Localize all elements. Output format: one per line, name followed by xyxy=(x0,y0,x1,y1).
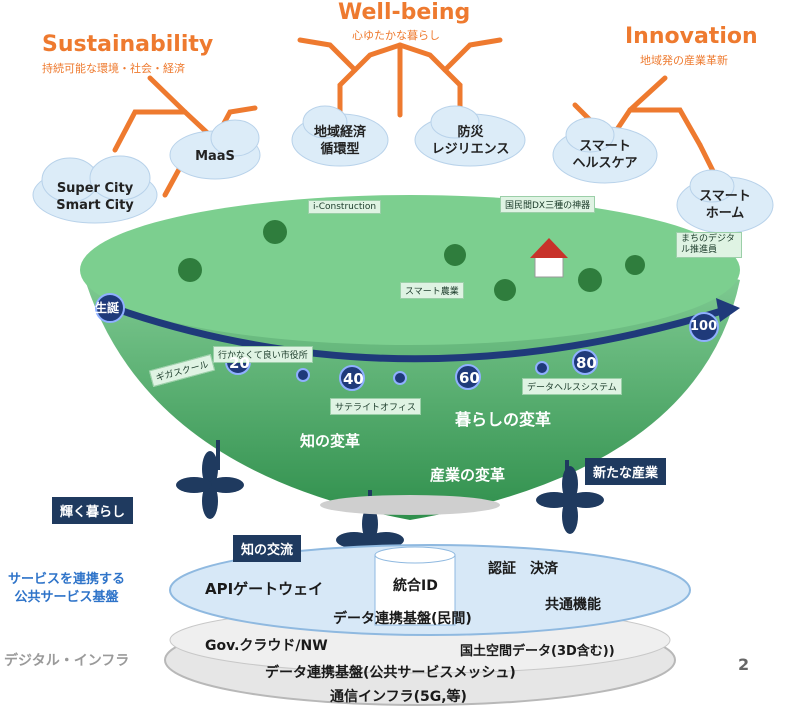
timeline-birth: 生誕 xyxy=(95,301,120,315)
timeline-mark-60: 60 xyxy=(459,369,480,387)
geo-data: 国土空間データ(3D含む)) xyxy=(460,644,615,659)
digital-infra-side-label: デジタル・インフラ xyxy=(4,653,130,669)
timeline-arrowhead xyxy=(716,298,740,322)
auth-payment: 認証 決済 xyxy=(488,561,558,577)
cloud-line: Super City xyxy=(56,181,134,196)
box-shining-life: 輝く暮らし xyxy=(52,497,134,524)
cloud-line: ヘルスケア xyxy=(572,156,638,171)
data-platform-private: データ連携基盤(民間) xyxy=(333,611,472,627)
trees xyxy=(178,220,645,301)
tag-data-health: データヘルスシステム xyxy=(522,378,622,395)
cloud-line: スマート xyxy=(699,189,751,204)
tag-dx-three: 国民間DX三種の神器 xyxy=(500,196,596,213)
cloud-smart-healthcare: スマート ヘルスケア xyxy=(560,138,650,172)
pillar-sustainability-subtitle: 持続可能な環境・社会・経済 xyxy=(42,62,185,75)
cloud-super-city: Super City Smart City xyxy=(45,180,145,214)
cloud-maas: MaaS xyxy=(180,148,250,165)
page-number: 2 xyxy=(738,655,750,674)
timeline-mark-20: 20 xyxy=(229,354,250,372)
timeline-mark-80: 80 xyxy=(576,354,597,372)
side-label-line: 公共サービス基盤 xyxy=(14,590,119,605)
cloud-regional-economy: 地域経済 循環型 xyxy=(295,124,385,158)
side-label-line: サービスを連携する xyxy=(8,572,126,587)
cloud-line: スマート xyxy=(579,139,631,154)
branch-center xyxy=(297,37,503,123)
life-timeline xyxy=(103,301,727,363)
clouds xyxy=(32,105,774,234)
timeline-mark-100: 100 xyxy=(690,319,718,334)
cloud-line: レジリエンス xyxy=(431,142,510,157)
data-platform-public: データ連携基盤(公共サービスメッシュ) xyxy=(265,665,516,681)
unified-id: 統合ID xyxy=(393,578,438,594)
tag-smart-farm: スマート農業 xyxy=(400,282,464,299)
layer-life-reform: 暮らしの変革 xyxy=(455,410,552,429)
box-new-industry: 新たな産業 xyxy=(585,458,667,485)
comm-infra: 通信インフラ(5G,等) xyxy=(330,689,467,705)
pillar-wellbeing-title: Well-being xyxy=(338,0,471,25)
cloud-resilience: 防災 レジリエンス xyxy=(418,124,523,158)
gov-cloud: Gov.クラウド/NW xyxy=(205,638,328,654)
box-knowledge-exchange: 知の交流 xyxy=(233,535,302,562)
tag-i-construction: i-Construction xyxy=(308,200,382,214)
cloud-line: 防災 xyxy=(457,125,484,140)
cloud-line: Smart City xyxy=(56,198,134,213)
pillar-wellbeing-subtitle: 心ゆたかな暮らし xyxy=(352,29,440,42)
layer-knowledge-reform: 知の変革 xyxy=(300,432,361,450)
common-functions: 共通機能 xyxy=(545,597,601,613)
api-gateway: APIゲートウェイ xyxy=(205,580,324,598)
service-platform-side-label: サービスを連携する 公共サービス基盤 xyxy=(8,571,125,607)
tag-city-office: 行かなくて良い市役所 xyxy=(213,346,313,363)
bowl-shadow xyxy=(320,495,500,515)
cloud-line: ホーム xyxy=(705,206,745,221)
bowl-top xyxy=(80,195,740,345)
pillar-sustainability-title: Sustainability xyxy=(42,32,214,57)
unified-id-cylinder xyxy=(374,554,456,626)
cloud-line: 循環型 xyxy=(320,142,360,157)
tag-satellite-office: サテライトオフィス xyxy=(330,398,421,415)
house-illustration xyxy=(530,238,568,278)
cloud-smart-home: スマート ホーム xyxy=(685,188,765,222)
tag-machi-digital: まちのデジタル推進員 xyxy=(676,232,742,258)
pillar-innovation-subtitle: 地域発の産業革新 xyxy=(640,54,728,67)
layer-industry-reform: 産業の変革 xyxy=(430,466,506,484)
timeline-mark-40: 40 xyxy=(343,370,364,388)
pillar-innovation-title: Innovation xyxy=(625,24,758,49)
cloud-line: 地域経済 xyxy=(313,125,366,140)
cloud-line: MaaS xyxy=(195,149,235,164)
